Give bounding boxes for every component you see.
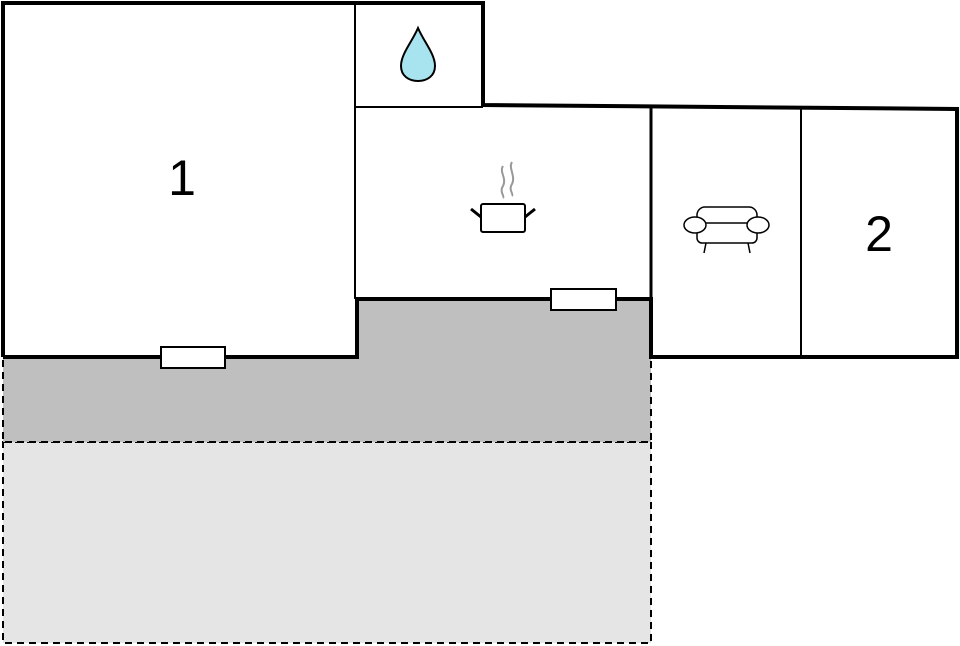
exterior-walls	[1, 1, 959, 359]
sofa-icon	[683, 206, 770, 254]
interior-walls	[354, 3, 802, 357]
cooking-pot-icon	[470, 161, 536, 233]
door-kitchen	[550, 288, 617, 311]
outdoor-areas	[2, 298, 652, 644]
water-drop-icon	[399, 25, 437, 83]
rooms	[3, 3, 957, 357]
room-label-1: 1	[168, 150, 196, 206]
room-label-2: 2	[865, 206, 893, 262]
open-terrace	[2, 441, 652, 644]
door-bedroom-1	[160, 346, 226, 369]
room-bedroom-2	[801, 107, 957, 357]
doors	[160, 288, 617, 369]
room-bedroom-1	[3, 3, 355, 357]
